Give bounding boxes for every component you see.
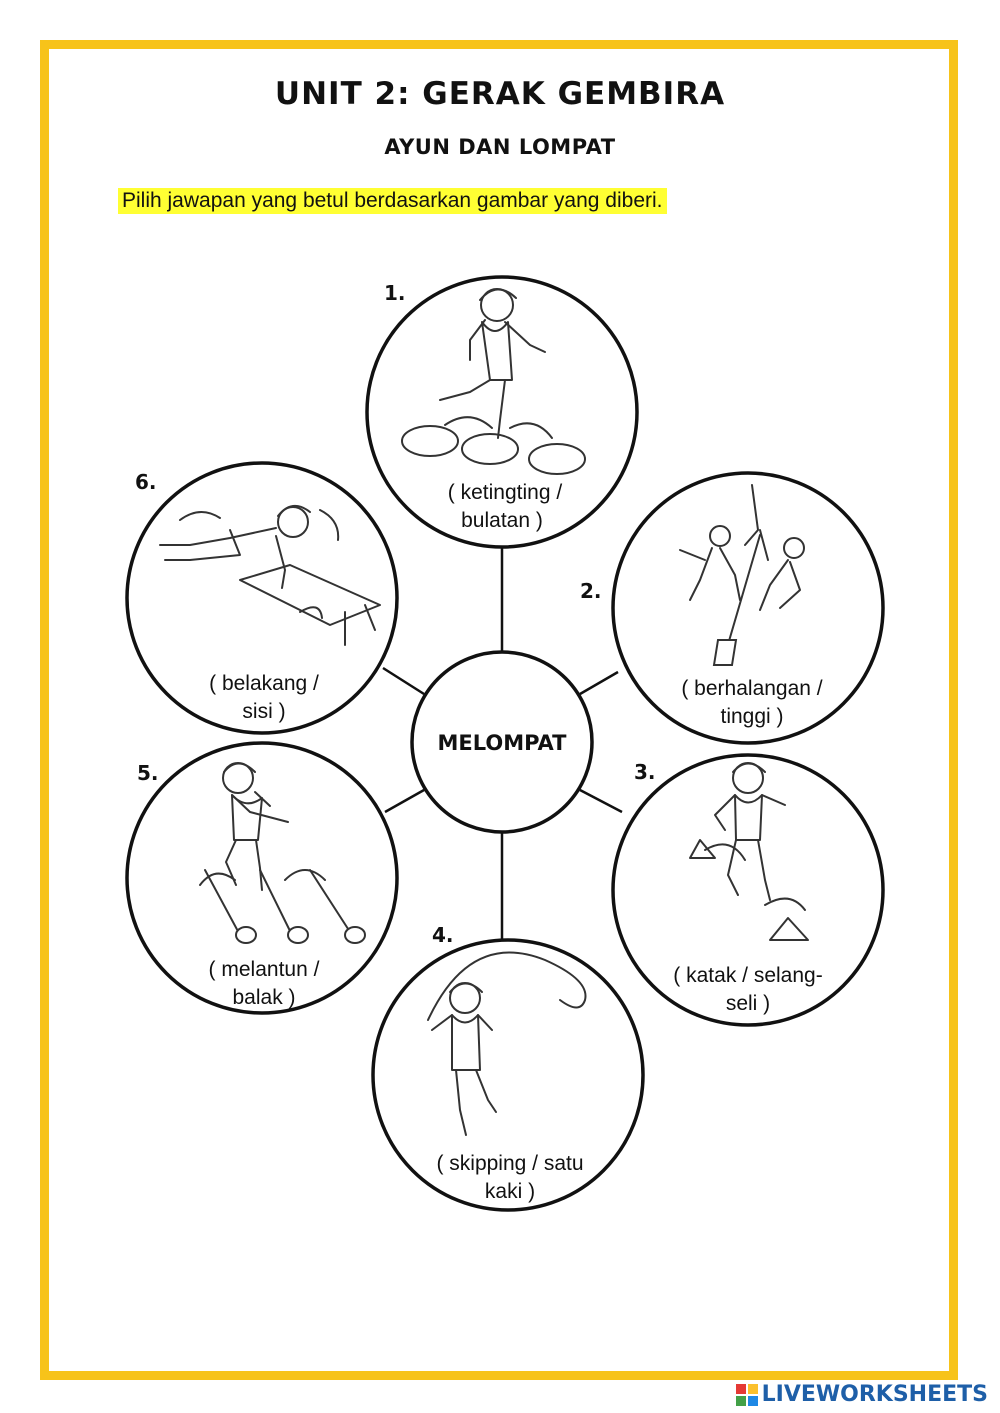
item-4: 4. ( skipping / satu kaki ) <box>371 923 645 1212</box>
item-6-number: 6. <box>135 470 157 494</box>
item-4-options-cont: kaki ) <box>485 1180 535 1203</box>
item-5-circle <box>125 741 399 1015</box>
connector-line-3 <box>579 788 623 814</box>
item-1-options-cont: bulatan ) <box>461 509 543 532</box>
item-6-options-cont: sisi ) <box>242 700 285 723</box>
item-5-options-cont: balak ) <box>232 986 295 1009</box>
high-jump-children-icon <box>679 484 805 666</box>
footer-brand: LIVEWORKSHEETS <box>735 1382 988 1407</box>
item-2-options: ( berhalangan / <box>681 677 822 700</box>
item-3-options: ( katak / selang- <box>673 964 822 987</box>
item-1-number: 1. <box>384 281 406 305</box>
item-3-number: 3. <box>634 760 656 784</box>
item-2-options-cont: tinggi ) <box>720 705 783 728</box>
item-4-options: ( skipping / satu <box>436 1152 583 1175</box>
item-6: 6. ( belakang / sisi ) <box>125 461 399 735</box>
item-2-circle <box>611 471 885 745</box>
log-jumping-child-icon <box>199 762 366 944</box>
item-3-options-cont: seli ) <box>726 992 770 1015</box>
footer-brand-text: LIVEWORKSHEETS <box>761 1382 988 1407</box>
zigzag-jumping-child-icon <box>689 762 809 941</box>
connector-line-2 <box>579 670 619 696</box>
item-2: 2. ( berhalangan / tinggi ) <box>580 471 885 745</box>
item-3-circle <box>611 753 885 1027</box>
item-2-number: 2. <box>580 579 602 603</box>
skipping-rope-child-icon <box>427 951 587 1136</box>
item-6-circle <box>125 461 399 735</box>
item-5-number: 5. <box>137 761 159 785</box>
item-3: 3. ( katak / selang- seli ) <box>611 753 885 1027</box>
item-5: 5. ( melantun / balak ) <box>125 741 399 1015</box>
center-label: MELOMPAT <box>437 731 567 755</box>
page-title: UNIT 2: GERAK GEMBIRA <box>274 76 726 112</box>
center-circle <box>410 650 594 834</box>
item-1-options: ( ketingting / <box>448 481 563 504</box>
instruction-text: Pilih jawapan yang betul berdasarkan gam… <box>118 188 667 214</box>
connector-line-5 <box>384 788 425 814</box>
page-border <box>40 40 958 1380</box>
item-4-number: 4. <box>432 923 454 947</box>
hopping-child-icon <box>401 288 586 475</box>
item-6-options: ( belakang / <box>209 672 319 695</box>
bench-jumping-child-icon <box>159 505 381 646</box>
item-1: 1. ( ketingting / bulatan ) <box>365 275 639 549</box>
liveworksheets-logo-icon <box>735 1383 758 1406</box>
connector-line-6 <box>382 666 425 696</box>
item-5-options: ( melantun / <box>209 958 320 981</box>
page-subtitle: AYUN DAN LOMPAT <box>384 135 616 159</box>
